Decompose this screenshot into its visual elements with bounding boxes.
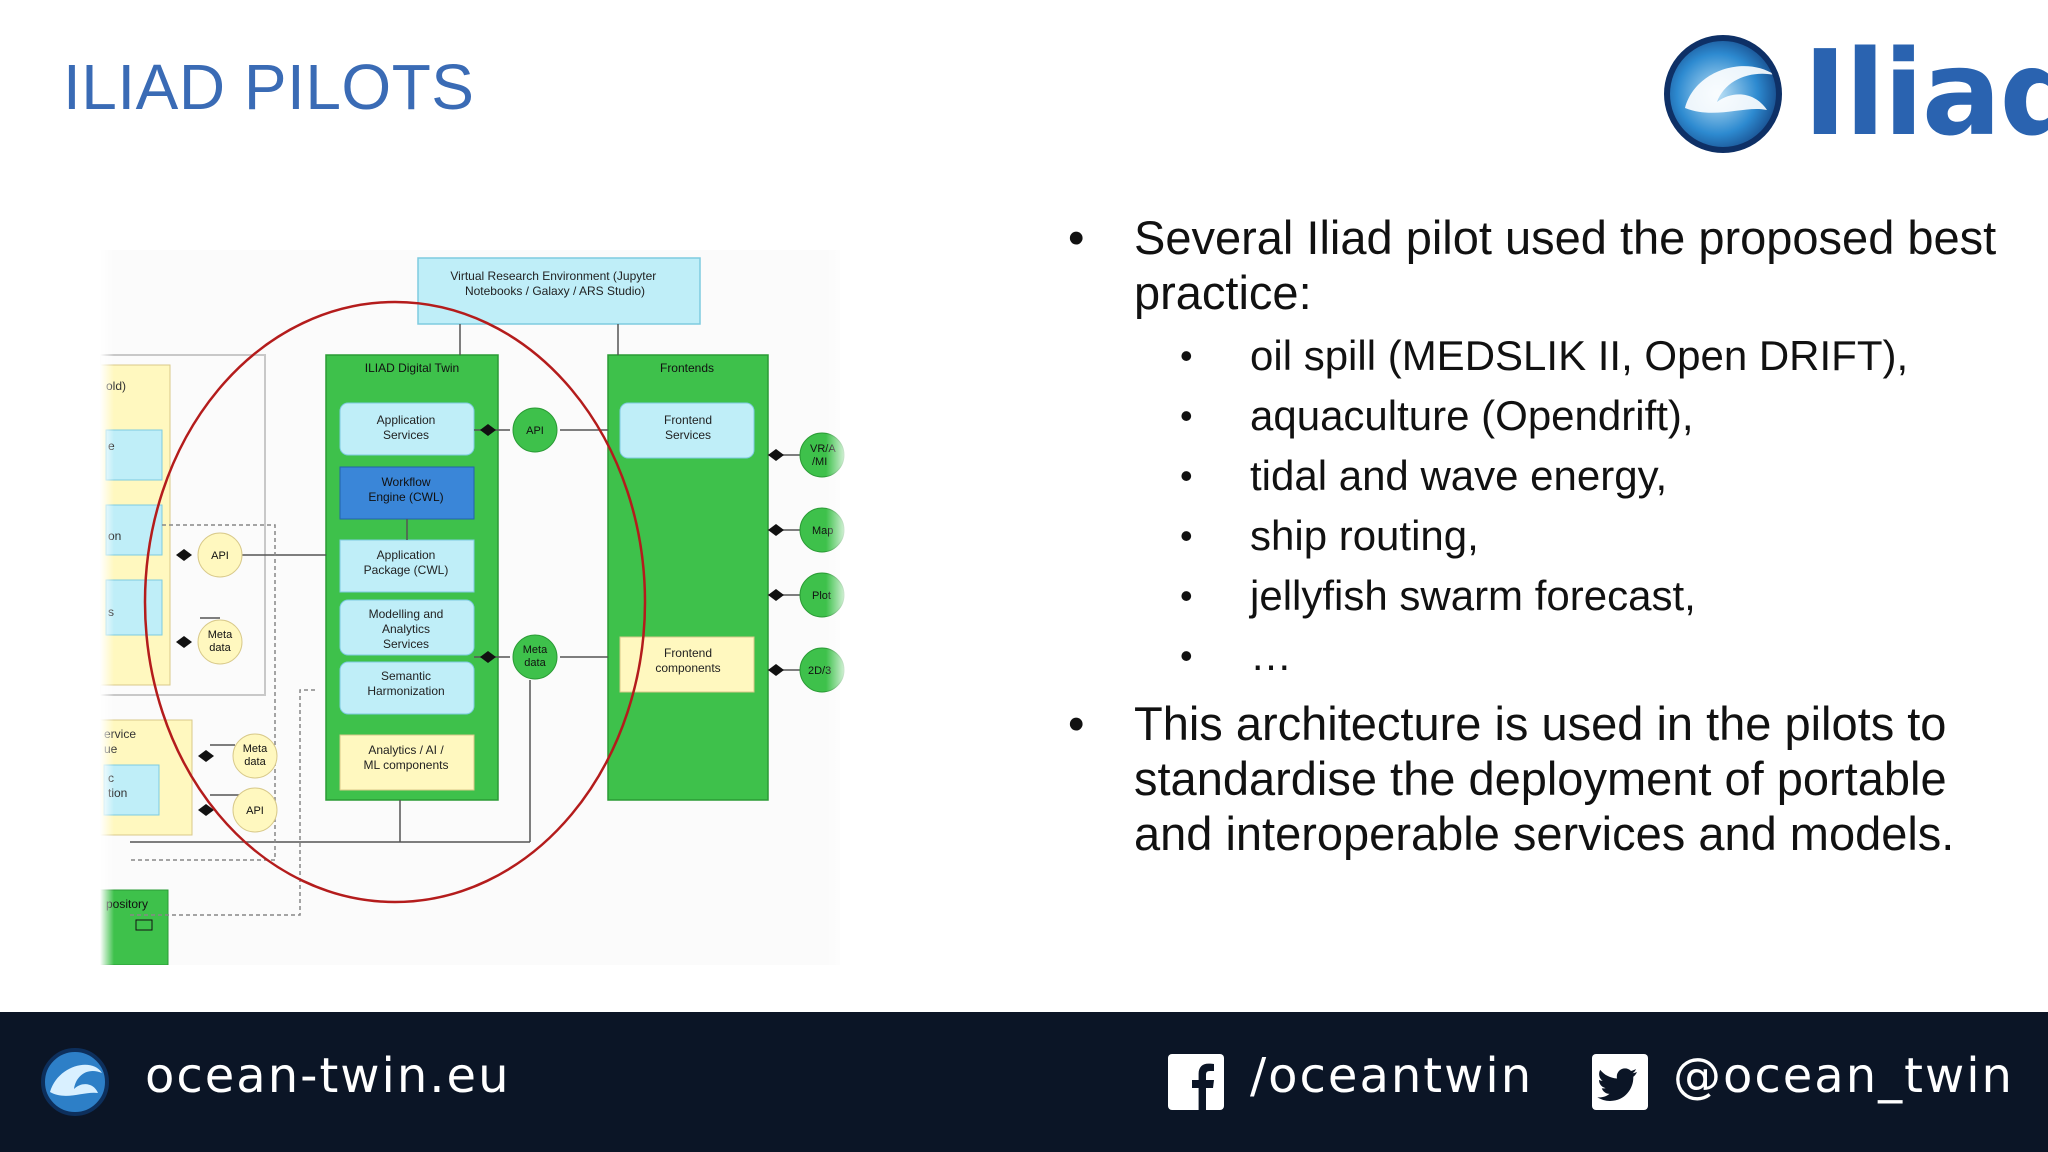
sub-bullet: •ship routing, <box>1180 512 1479 559</box>
digital-twin-label: ILIAD Digital Twin <box>365 361 459 375</box>
twitter-handle[interactable]: @ocean_twin <box>1673 1048 2014 1104</box>
sub-bullet: •tidal and wave energy, <box>1180 452 1668 499</box>
wave-circle-icon <box>1664 35 1782 153</box>
sub-bullet-text: aquaculture (Opendrift), <box>1250 392 1694 439</box>
sub-bullet: •jellyfish swarm forecast, <box>1180 572 1696 619</box>
vre-label: Virtual Research Environment (Jupyter No… <box>450 269 659 298</box>
sub-bullet: •… <box>1180 632 1292 679</box>
sub-bullet-text: ship routing, <box>1250 512 1479 559</box>
architecture-diagram: old) e on s ervice ue c tion pository Vi… <box>100 250 850 965</box>
page-title: ILIAD PILOTS <box>63 51 475 123</box>
facebook-icon[interactable] <box>1168 1054 1224 1110</box>
left-label-repository: pository <box>106 897 148 911</box>
bullet-dot: • <box>1068 697 1085 750</box>
right-node-2d: 2D/3 <box>808 665 831 677</box>
bullet-main-1: • Several Iliad pilot used the proposed … <box>1060 210 2000 320</box>
footer-bar: ocean-twin.eu /oceantwin @ocean_twin <box>0 1012 2048 1152</box>
bullet-dot: • <box>1068 211 1085 264</box>
sub-bullet-text: jellyfish swarm forecast, <box>1250 572 1696 619</box>
slide: ILIAD PILOTS Iliad old) e on <box>63 24 2048 965</box>
frontends-label: Frontends <box>660 361 714 375</box>
ocean-twin-logo-icon <box>41 1048 109 1116</box>
api-left-node: API <box>211 550 229 562</box>
twitter-icon[interactable] <box>1592 1054 1648 1110</box>
website-link[interactable]: ocean-twin.eu <box>145 1048 511 1104</box>
iliad-logo: Iliad <box>1655 24 2048 162</box>
bullet-main-2: • This architecture is used in the pilot… <box>1060 696 2000 861</box>
bullet-main-2-text: This architecture is used in the pilots … <box>1134 697 1955 860</box>
sub-bullet-text: oil spill (MEDSLIK II, Open DRIFT), <box>1250 332 1909 379</box>
sub-bullet: •oil spill (MEDSLIK II, Open DRIFT), <box>1180 332 1909 379</box>
bullet-list: • Several Iliad pilot used the proposed … <box>1060 210 2000 861</box>
sub-bullet-text: … <box>1250 632 1292 679</box>
facebook-handle[interactable]: /oceantwin <box>1250 1048 1534 1104</box>
sub-bullet: •aquaculture (Opendrift), <box>1180 392 1694 439</box>
sub-bullet-text: tidal and wave energy, <box>1250 452 1668 499</box>
analytics-ai-ml-label: Analytics / AI /ML components <box>364 743 449 772</box>
bullet-main-1-text: Several Iliad pilot used the proposed be… <box>1134 211 1997 319</box>
api-bottom-node: API <box>246 805 264 817</box>
api-center-node: API <box>526 425 544 437</box>
logo-text: Iliad <box>1803 24 2048 162</box>
